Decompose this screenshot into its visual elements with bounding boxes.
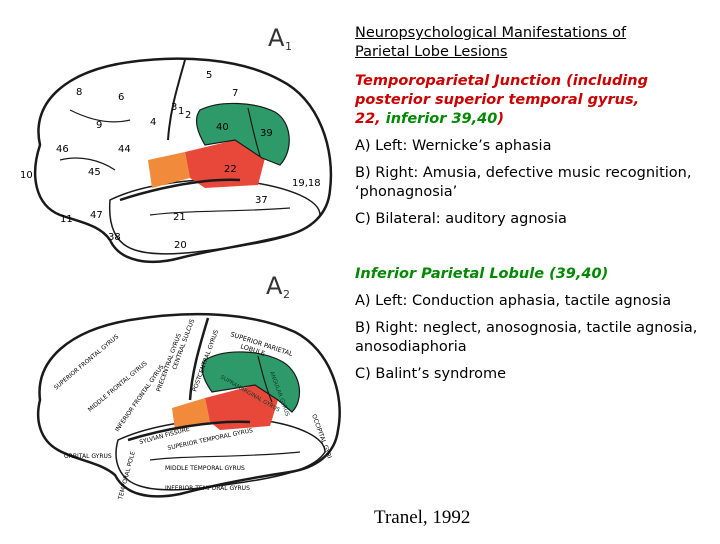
ipl-item-b: B) Right: neglect, anosognosia, tactile …: [355, 320, 698, 355]
tpj-heading-green: inferior 39,40: [380, 111, 498, 127]
a1-num: 10: [20, 170, 33, 181]
a1-num: 2: [185, 110, 191, 121]
a1-num: 4: [150, 117, 156, 128]
a1-num: 3: [171, 102, 177, 113]
a1-num: 9: [96, 120, 102, 131]
a1-num: 45: [88, 167, 101, 178]
a2-orange-region: [172, 398, 210, 430]
a1-num: 21: [173, 212, 186, 223]
brain-figure: A 1 8 6 5 7 3 1 2: [0, 0, 350, 540]
panel-a1-sub: 1: [285, 40, 292, 53]
a1-red-region: [185, 140, 265, 188]
slide-title: Neuropsychological Manifestations of Par…: [355, 24, 715, 62]
tpj-heading-line-2: posterior superior temporal gyrus,: [355, 92, 640, 108]
tpj-item-c: C) Bilateral: auditory agnosia: [355, 211, 567, 227]
a1-num: 22: [224, 164, 237, 175]
a1-num: 39: [260, 128, 273, 139]
a1-num: 44: [118, 144, 131, 155]
a1-num: 7: [232, 88, 238, 99]
ipl-item-a: A) Left: Conduction aphasia, tactile agn…: [355, 293, 672, 309]
panel-a2-label: A: [266, 272, 283, 300]
a2-label: ORBITAL GYRUS: [64, 453, 112, 460]
tpj-heading-line-1: Temporoparietal Junction (including: [355, 73, 649, 89]
a2-red-region: [205, 385, 278, 430]
a1-num: 46: [56, 144, 69, 155]
citation: Tranel, 1992: [374, 507, 471, 528]
a1-num: 20: [174, 240, 187, 251]
a1-num: 37: [255, 195, 268, 206]
tpj-heading-close: ): [497, 111, 504, 127]
a1-num: 8: [76, 87, 82, 98]
a1-num: 6: [118, 92, 124, 103]
a1-num: 47: [90, 210, 103, 221]
title-line-1: Neuropsychological Manifestations of: [355, 25, 627, 41]
a1-green-region: [195, 102, 290, 166]
text-column: Neuropsychological Manifestations of Par…: [355, 24, 715, 392]
a1-orange-region: [148, 152, 190, 188]
title-line-2: Parietal Lobe Lesions: [355, 44, 508, 60]
brain-a2: SUPERIOR PARIETAL LOBULE CENTRAL SULCUS …: [36, 312, 341, 501]
a1-num: 19,18: [292, 178, 321, 189]
a2-label: INFERIOR TEMPORAL GYRUS: [165, 485, 250, 492]
tpj-heading: Temporoparietal Junction (including post…: [355, 72, 715, 129]
tpj-item-a: A) Left: Wernicke’s aphasia: [355, 138, 552, 154]
ipl-item-c: C) Balint’s syndrome: [355, 366, 507, 382]
a1-num: 1: [178, 106, 184, 117]
brain-a1: 8 6 5 7 3 1 2 9 4 40 39 46 44 10 45 22 1…: [20, 57, 333, 264]
brain-diagrams: A 1 8 6 5 7 3 1 2: [20, 24, 341, 501]
tpj-item-b: B) Right: Amusia, defective music recogn…: [355, 165, 692, 200]
a1-num: 40: [216, 122, 229, 133]
a2-green-region: [201, 351, 301, 413]
a1-num: 5: [206, 70, 212, 81]
panel-a1-label: A: [268, 24, 285, 52]
a1-num: 38: [108, 232, 121, 243]
panel-a2-sub: 2: [283, 288, 290, 301]
tpj-heading-red-tail: 22,: [355, 111, 381, 127]
a2-label: MIDDLE TEMPORAL GYRUS: [165, 465, 245, 472]
a1-num: 11: [60, 214, 73, 225]
ipl-heading: Inferior Parietal Lobule (39,40): [355, 266, 609, 282]
